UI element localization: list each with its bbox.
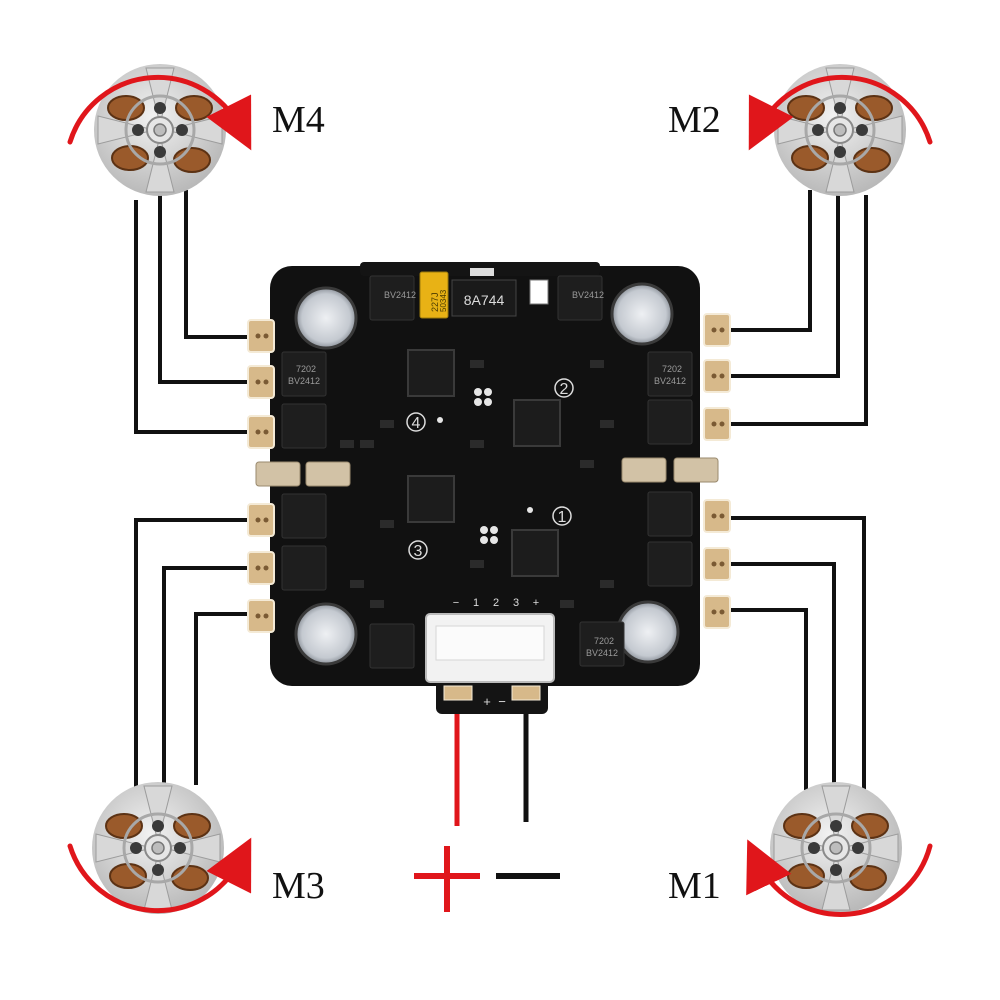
connector-pin-label: 3 <box>513 597 519 609</box>
pcb <box>270 266 700 686</box>
tantalum-capacitor <box>419 271 449 319</box>
mosfets-right <box>557 275 693 667</box>
esc-marking: BV2412 <box>654 376 686 386</box>
m4-wire-a <box>184 190 258 339</box>
mcu-chips <box>407 349 561 577</box>
power-pad-positive <box>443 685 473 701</box>
mount-hole-tl <box>294 286 358 350</box>
motor-label-m3: M3 <box>272 865 325 907</box>
pad-label-negative: − <box>498 694 506 709</box>
m1-wire-b <box>716 562 836 790</box>
motor-wires <box>134 190 868 800</box>
m3-wire-c <box>194 612 258 785</box>
m4-wire-c <box>134 200 258 434</box>
motor-label-m1: M1 <box>668 865 721 907</box>
capacitor-code: 50343 <box>439 289 448 312</box>
channel-number: 1 <box>558 509 567 526</box>
motor-label-m2: M2 <box>668 99 721 141</box>
m1-wire-c <box>716 608 808 790</box>
m2-wire-b <box>716 190 840 378</box>
m3-wire-a <box>134 518 258 800</box>
esc-marking: BV2412 <box>384 290 416 300</box>
m3-rotation-arrow <box>67 837 252 914</box>
motor-label-m4: M4 <box>272 99 325 141</box>
pads-right <box>703 313 731 629</box>
m1-wire-a <box>716 516 866 790</box>
mount-hole-bl <box>294 602 358 666</box>
pad-label-positive: + <box>483 694 491 709</box>
motor-m1 <box>768 780 904 916</box>
ceramic-capacitors <box>255 457 719 487</box>
connector-pin-label: 1 <box>473 597 479 609</box>
m4-wire-b <box>158 190 258 384</box>
connector-pin-label: + <box>533 597 539 609</box>
esc-marking: 7202 <box>662 364 682 374</box>
esc-marking: BV2412 <box>572 290 604 300</box>
m2-rotation-arrow <box>748 74 933 151</box>
positive-symbol <box>414 846 480 912</box>
power-pad-negative <box>511 685 541 701</box>
esc-marking: 7202 <box>594 636 614 646</box>
esc-marking: BV2412 <box>288 376 320 386</box>
connector-pin-label: 2 <box>493 597 499 609</box>
motor-m4 <box>92 62 228 198</box>
mount-hole-br <box>616 600 680 664</box>
esc-marking: BV2412 <box>586 648 618 658</box>
channel-number: 3 <box>414 543 423 560</box>
regulator-marking: 8A744 <box>464 292 505 308</box>
esc-board: 7202 BV2412 7202 BV2412 7202 BV2412 BV24… <box>247 262 731 714</box>
regulator <box>451 279 517 317</box>
motor-m3 <box>90 780 226 916</box>
channel-number: 4 <box>412 415 421 432</box>
mount-hole-tr <box>610 282 674 346</box>
m4-rotation-arrow <box>67 74 252 151</box>
m1-rotation-arrow <box>746 839 933 917</box>
channel-number: 2 <box>560 381 569 398</box>
m2-wire-a <box>716 190 812 332</box>
pads-left <box>247 319 275 633</box>
m3-wire-b <box>162 566 258 790</box>
mosfets-left <box>281 275 415 669</box>
esc-marking: 7202 <box>296 364 316 374</box>
motor-m2 <box>772 62 908 198</box>
connector-pin-label: − <box>453 597 459 609</box>
capacitor-marking: 227J <box>430 292 440 312</box>
m2-wire-c <box>716 195 868 426</box>
